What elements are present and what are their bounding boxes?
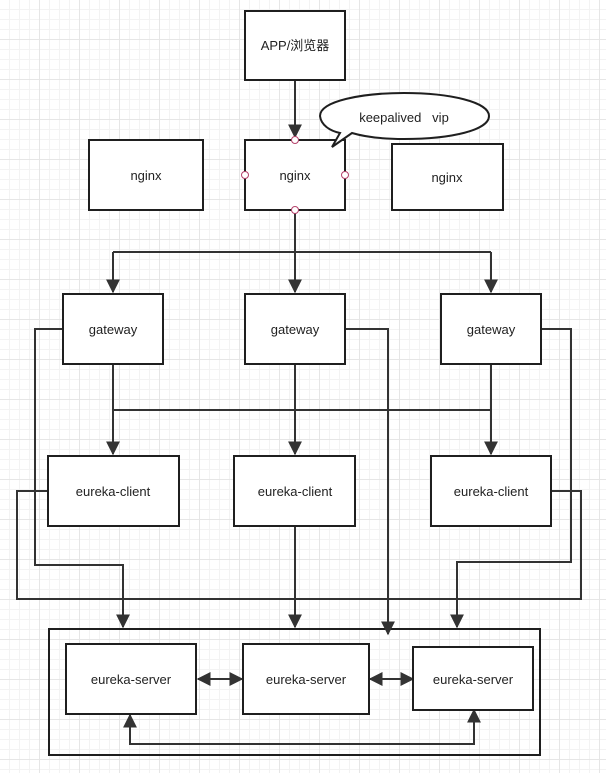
nginx-right-label: nginx [431, 170, 463, 185]
edge-client-loop-outer [16, 490, 582, 600]
edge-gateway-1-to-server [34, 328, 130, 629]
edge-gateway-2-to-server [346, 328, 395, 636]
eureka-client-1-node[interactable]: eureka-client [47, 455, 180, 527]
gateway-1-node[interactable]: gateway [62, 293, 164, 365]
nginx-main-label: nginx [279, 168, 311, 183]
edge-server-1-server-3 [123, 708, 481, 745]
eureka-client-3-node[interactable]: eureka-client [430, 455, 552, 527]
gateway-2-label: gateway [271, 322, 320, 337]
edge-gateway-3-to-server [450, 328, 572, 629]
nginx-right-node[interactable]: nginx [391, 143, 504, 211]
gateway-3-label: gateway [467, 322, 516, 337]
eureka-server-2-label: eureka-server [266, 672, 347, 687]
app-browser-node[interactable]: APP/浏览器 [244, 10, 346, 81]
edges [16, 80, 582, 745]
gateway-2-node[interactable]: gateway [244, 293, 346, 365]
nginx-main-ports [241, 136, 349, 214]
eureka-server-2-node[interactable]: eureka-server [242, 643, 370, 715]
keepalived-callout-text: keepalived vip [359, 110, 449, 125]
nginx-left-node[interactable]: nginx [88, 139, 204, 211]
eureka-client-1-label: eureka-client [76, 484, 151, 499]
eureka-client-2-node[interactable]: eureka-client [233, 455, 356, 527]
eureka-client-2-label: eureka-client [258, 484, 333, 499]
eureka-server-3-node[interactable]: eureka-server [412, 646, 534, 711]
port-left [241, 171, 249, 179]
app-browser-label: APP/浏览器 [261, 38, 330, 53]
port-bottom [291, 206, 299, 214]
gateway-1-label: gateway [89, 322, 138, 337]
gateway-3-node[interactable]: gateway [440, 293, 542, 365]
nginx-main-node[interactable]: nginx [244, 139, 346, 211]
eureka-client-3-label: eureka-client [454, 484, 529, 499]
nginx-left-label: nginx [130, 168, 162, 183]
port-right [341, 171, 349, 179]
eureka-server-1-node[interactable]: eureka-server [65, 643, 197, 715]
port-top [291, 136, 299, 144]
eureka-server-cluster-frame [48, 628, 541, 756]
keepalived-callout: keepalived vip [318, 91, 491, 148]
eureka-server-3-label: eureka-server [433, 672, 514, 687]
eureka-server-1-label: eureka-server [91, 672, 172, 687]
